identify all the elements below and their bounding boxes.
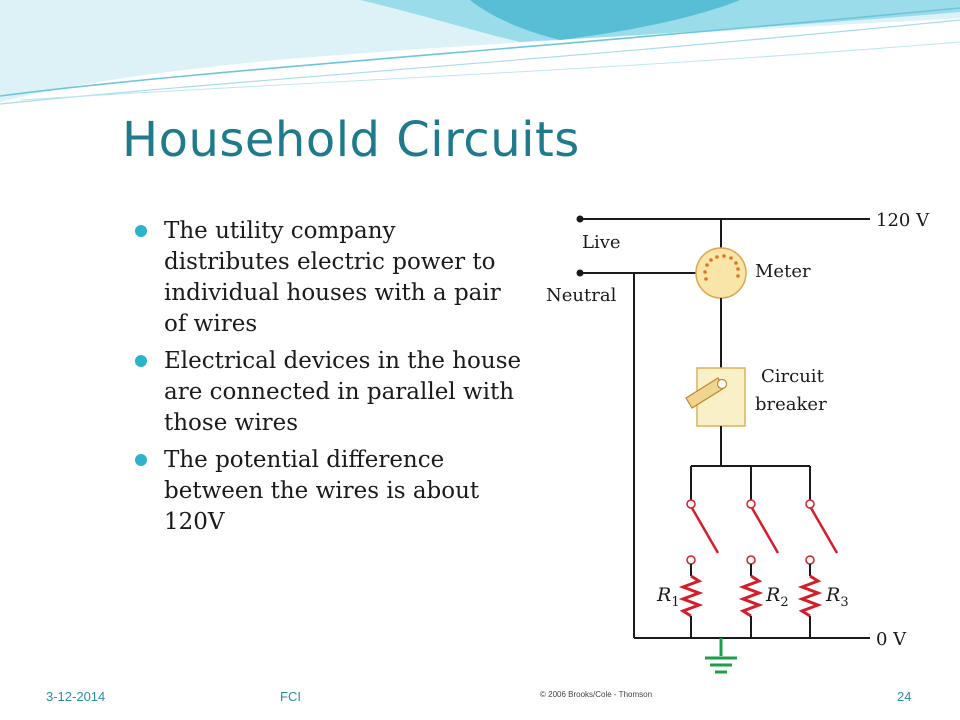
label-120v: 120 V	[876, 210, 930, 231]
label-0v: 0 V	[876, 629, 907, 650]
bullet-text: The utility company distributes electric…	[164, 218, 501, 337]
wave-line-1	[0, 7, 960, 97]
meter-dot	[734, 261, 738, 265]
bullet-icon	[135, 225, 147, 237]
label-r2-main: R	[765, 584, 780, 606]
label-r2-subscript: 2	[780, 595, 788, 610]
bullet-text: Electrical devices in the house are conn…	[164, 348, 522, 436]
switch-1-top-contact	[686, 499, 696, 509]
switch-2-top-contact	[746, 499, 756, 509]
footer-date: 3-12-2014	[46, 689, 106, 704]
meter-dot	[729, 256, 733, 260]
wave-band-strong	[470, 0, 740, 40]
meter-dot	[703, 270, 707, 274]
switch-2-bottom-contact	[746, 555, 756, 565]
meter-dot	[705, 263, 709, 267]
bullet-icon	[135, 454, 147, 466]
ground-icon	[705, 638, 737, 674]
bullet-list: The utility company distributes electric…	[134, 216, 524, 544]
meter-dot	[709, 258, 713, 262]
label-r1-subscript: 1	[671, 595, 679, 610]
live-terminal	[576, 215, 584, 223]
meter-dial-dots	[703, 254, 740, 281]
household-circuit-diagram: 120 V Live Neutral Meter Circuit breaker…	[535, 198, 949, 708]
copyright-notice: © 2006 Brooks/Cole - Thomson	[540, 690, 652, 699]
wave-line-3	[19, 41, 960, 101]
meter-dot	[736, 267, 740, 271]
switch-3-bottom-contact	[805, 555, 815, 565]
switch-2-blade	[750, 507, 780, 554]
label-r2: R2	[765, 584, 789, 610]
breaker-pivot	[716, 378, 728, 390]
slide-number: 24	[897, 689, 912, 704]
label-circuit: Circuit	[761, 366, 825, 387]
meter-dot	[715, 255, 719, 259]
label-neutral: Neutral	[546, 285, 617, 306]
label-live: Live	[582, 232, 621, 253]
resistor-3	[797, 574, 823, 618]
label-r3-subscript: 3	[840, 595, 848, 610]
switch-3-blade	[809, 507, 839, 554]
label-meter: Meter	[755, 261, 811, 282]
meter-dot	[736, 274, 740, 278]
resistor-2	[738, 574, 764, 618]
switch-1-blade	[690, 507, 720, 554]
label-r3: R3	[825, 584, 849, 610]
bullet-text: The potential difference between the wir…	[164, 447, 480, 535]
bullet-item: The potential difference between the wir…	[134, 445, 524, 538]
meter-dot	[704, 277, 708, 281]
label-r1-main: R	[656, 584, 671, 606]
bullet-item: The utility company distributes electric…	[134, 216, 524, 340]
decorative-waves	[0, 0, 960, 105]
meter-icon	[695, 247, 747, 299]
slide-title: Household Circuits	[122, 112, 580, 168]
switch-3-top-contact	[805, 499, 815, 509]
label-r1: R1	[656, 584, 680, 610]
label-r3-main: R	[825, 584, 840, 606]
neutral-terminal	[576, 269, 584, 277]
bullet-item: Electrical devices in the house are conn…	[134, 346, 524, 439]
label-breaker: breaker	[755, 394, 827, 415]
footer-org: FCI	[280, 689, 301, 704]
resistor-1	[678, 574, 704, 618]
bullet-icon	[135, 355, 147, 367]
wave-line-2	[0, 19, 960, 105]
meter-dot	[722, 254, 726, 258]
switch-1-bottom-contact	[686, 555, 696, 565]
